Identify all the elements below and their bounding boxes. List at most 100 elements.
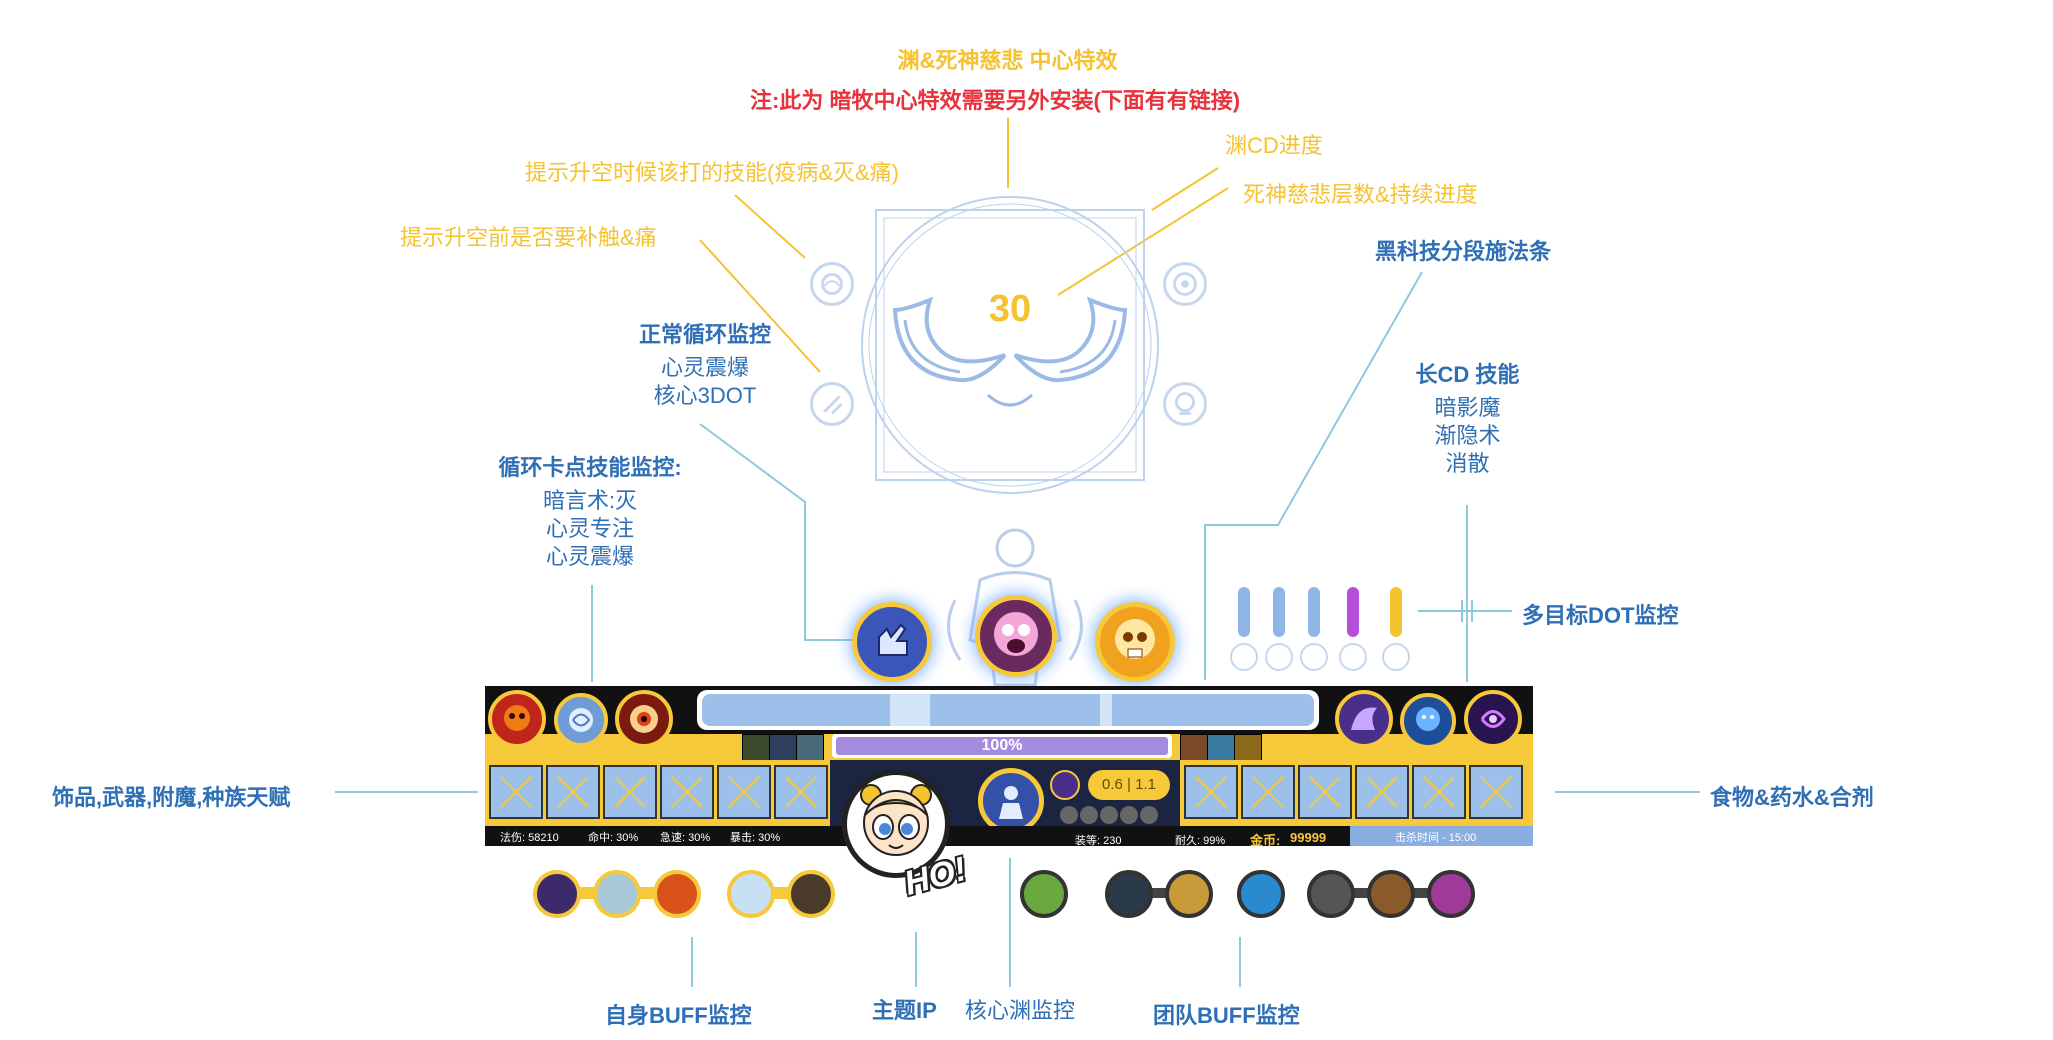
void-cd-label: 渊CD进度: [1225, 133, 1323, 158]
shadow-fiend-icon: [1335, 690, 1393, 748]
stack-pip-1: [1060, 806, 1078, 824]
reaper-counter: 30: [988, 288, 1032, 330]
long-cd-line-3: 消散: [1445, 451, 1490, 476]
normal-rotation-line-2: 核心3DOT: [653, 383, 757, 408]
dark-strike-icon: [1105, 870, 1153, 918]
consumable-icon-1: [1180, 734, 1208, 762]
header-note: 注:此为 暗牧中心特效需要另外安装(下面有有链接): [750, 88, 1241, 113]
kill-time-stat: 击杀时间 - 15:00: [1395, 832, 1477, 844]
mascot-avatar: [842, 770, 950, 878]
pain-hint-icon: [1163, 382, 1207, 426]
long-cd-line-2: 渐隐术: [1434, 423, 1501, 448]
team-buff-label: 团队BUFF监控: [1153, 1003, 1300, 1028]
dot-target-icon-2: [1265, 643, 1293, 671]
crit-stat: 暴击: 30%: [730, 832, 781, 844]
dot-bar-3: [1308, 587, 1320, 637]
multi-dot-label: 多目标DOT监控: [1522, 603, 1679, 628]
stack-pip-5: [1140, 806, 1158, 824]
power-bar-fill: [836, 737, 1168, 755]
trinket-slot-1[interactable]: [489, 765, 543, 819]
pre-ascend-hint-label: 提示升空前是否要补触&痛: [400, 225, 657, 250]
durability-stat: 耐久: 99%: [1175, 835, 1226, 847]
normal-rotation-line-1: 心灵震爆: [660, 355, 749, 380]
warrior-icon: [1367, 870, 1415, 918]
cast-bar-label: 黑科技分段施法条: [1375, 239, 1552, 264]
normal-rotation-title: 正常循环监控: [638, 322, 771, 347]
stats-bar: [485, 826, 1533, 846]
trinket-icon-2: [769, 734, 797, 762]
cast-bar: [702, 694, 1314, 726]
consumable-icon-2: [1207, 734, 1235, 762]
cast-segment-2: [1100, 694, 1112, 726]
haste-stat: 急速: 30%: [660, 832, 711, 844]
long-cd-title: 长CD 技能: [1415, 362, 1520, 387]
key-skills-line-3: 心灵震爆: [545, 544, 634, 569]
dot-target-icon-1: [1230, 643, 1258, 671]
void-form-icon: [1050, 770, 1080, 800]
dispel-hand-icon: [852, 602, 932, 682]
consumables-label: 食物&药水&合剂: [1710, 785, 1874, 810]
dot-target-icon-3: [1300, 643, 1328, 671]
eye-icon: [615, 690, 673, 748]
frost-swirl-icon: [554, 693, 608, 747]
racial-slot-2[interactable]: [774, 765, 828, 819]
dot-target-icon-4: [1339, 643, 1367, 671]
dot-bar-2: [1273, 587, 1285, 637]
gold-label: 金币:: [1250, 833, 1281, 848]
item-level-stat: 装等: 230: [1075, 835, 1122, 847]
stack-pip-2: [1080, 806, 1098, 824]
shadow-figure-icon: [947, 528, 1083, 687]
touch-hint-icon: [810, 382, 854, 426]
food-slot[interactable]: [1184, 765, 1238, 819]
water-orb-icon: [1237, 870, 1285, 918]
long-cd-line-1: 暗影魔: [1434, 395, 1501, 420]
ascend-hint-label: 提示升空时候该打的技能(疫病&灭&痛): [525, 160, 900, 185]
cast-segment-1: [890, 694, 930, 726]
flask-slot-2[interactable]: [1412, 765, 1466, 819]
core-void-label: 核心渊监控: [965, 998, 1076, 1023]
dot-target-icon-5: [1382, 643, 1410, 671]
claw-icon: [1307, 870, 1355, 918]
shadow-wing-icon: [533, 870, 581, 918]
golden-beast-icon: [1165, 870, 1213, 918]
center-effect: [861, 196, 1159, 494]
plague-hint-icon: [810, 262, 854, 306]
potion-slot-1[interactable]: [1241, 765, 1295, 819]
trinket-slot-2[interactable]: [546, 765, 600, 819]
spirit-icon: [593, 870, 641, 918]
key-skills-line-2: 心灵专注: [545, 516, 634, 541]
stack-pip-4: [1120, 806, 1138, 824]
dot-bar-5: [1390, 587, 1402, 637]
flame-icon: [653, 870, 701, 918]
enchant-slot[interactable]: [660, 765, 714, 819]
header-title: 渊&死神慈悲 中心特效: [897, 48, 1118, 73]
crystal-icon: [727, 870, 775, 918]
screaming-skull-icon: [975, 595, 1057, 677]
weapon-slot[interactable]: [603, 765, 657, 819]
theme-ip-label: 主题IP: [872, 998, 937, 1023]
self-buff-label: 自身BUFF监控: [605, 1003, 752, 1028]
potion-slot-2[interactable]: [1298, 765, 1352, 819]
golden-skull-icon: [1095, 602, 1175, 682]
dot-bar-4: [1347, 587, 1359, 637]
spell-power-stat: 法伤: 58210: [500, 832, 559, 844]
gold-value: 99999: [1290, 830, 1327, 845]
flask-slot-3[interactable]: [1469, 765, 1523, 819]
kill-time-bar: [1350, 826, 1533, 846]
racial-slot-1[interactable]: [717, 765, 771, 819]
trinket-icon-1: [742, 734, 770, 762]
power-percent: 100%: [981, 737, 1023, 754]
fade-icon: [1400, 693, 1456, 749]
consumable-icon-3: [1234, 734, 1262, 762]
trinket-icon-3: [796, 734, 824, 762]
key-skills-line-1: 暗言术:灭: [542, 488, 638, 513]
hooded-figure-icon: [787, 870, 835, 918]
reaper-stacks-label: 死神慈悲层数&持续进度: [1243, 182, 1478, 207]
core-void-icon: [978, 768, 1044, 834]
dispersion-icon: [1464, 690, 1522, 748]
fire-skull-icon: [488, 690, 546, 748]
hit-stat: 命中: 30%: [588, 832, 639, 844]
flask-slot-1[interactable]: [1355, 765, 1409, 819]
pink-orb-icon: [1427, 870, 1475, 918]
key-skills-title: 循环卡点技能监控:: [498, 455, 682, 480]
